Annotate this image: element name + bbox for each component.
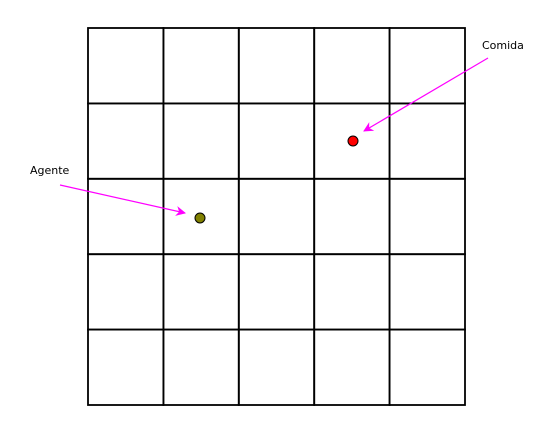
grid-cell	[388, 177, 466, 256]
grid	[87, 27, 466, 406]
grid-cell	[237, 328, 316, 406]
food-label: Comida	[482, 39, 524, 52]
grid-cell	[237, 177, 316, 256]
grid-cell	[162, 328, 240, 406]
grid-cell	[313, 328, 391, 406]
grid-cell	[87, 253, 165, 331]
grid-cell	[313, 177, 391, 256]
grid-cell	[237, 253, 316, 331]
grid-cell	[237, 102, 316, 180]
agent-arrow	[59, 184, 186, 216]
agent-marker	[194, 212, 206, 224]
grid-cell	[313, 27, 391, 105]
grid-cell	[162, 253, 240, 331]
grid-cell	[87, 27, 165, 105]
grid-cell	[162, 27, 240, 105]
grid-cell	[388, 253, 466, 331]
grid-cell	[388, 328, 466, 406]
grid-cell	[388, 102, 466, 180]
grid-cell	[87, 328, 165, 406]
food-marker	[347, 135, 359, 147]
grid-cell	[87, 102, 165, 180]
food-arrow	[363, 57, 489, 132]
grid-cell	[162, 102, 240, 180]
grid-cell	[313, 253, 391, 331]
agent-label: Agente	[30, 164, 70, 177]
grid-cell	[237, 27, 316, 105]
grid-cell	[388, 27, 466, 105]
grid-cell	[87, 177, 165, 256]
